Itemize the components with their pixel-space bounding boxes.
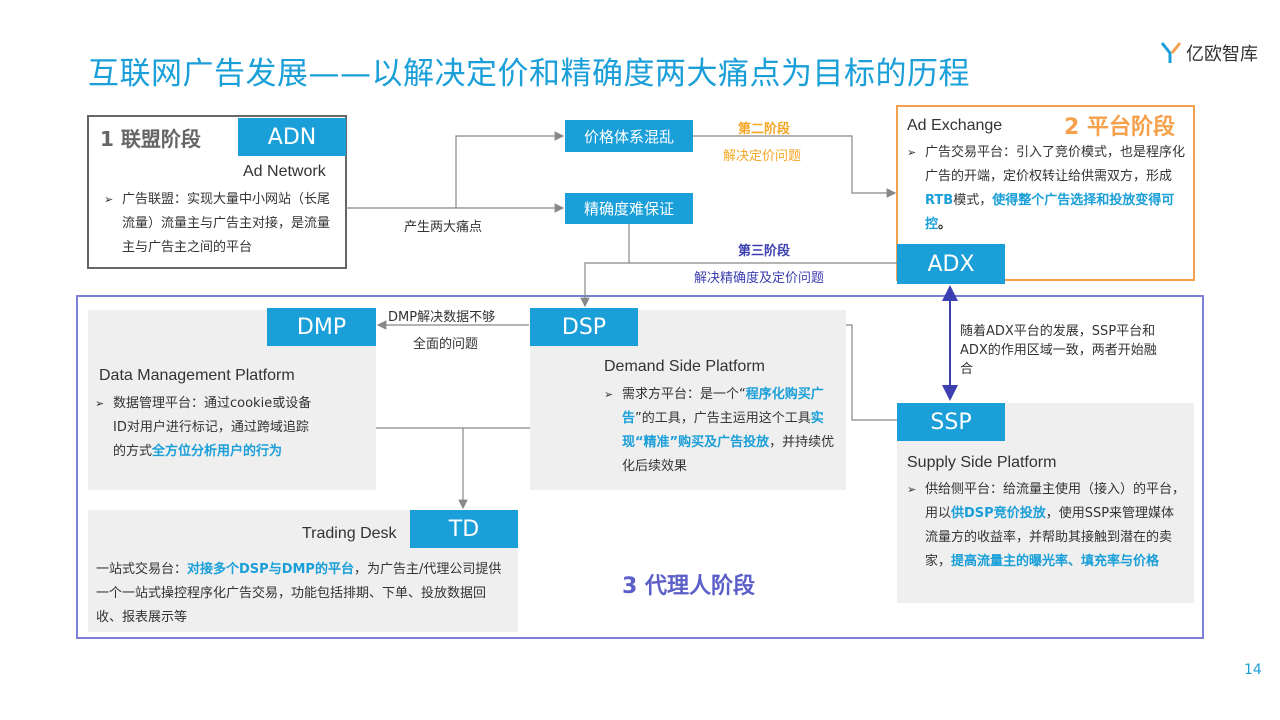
bullet-icon: ➢ [907, 146, 917, 159]
bullet-icon: ➢ [907, 483, 917, 496]
phase3-title: 第三阶段 [738, 244, 791, 259]
adn-name: Ad Network [243, 163, 326, 180]
phase2-sub: 解决定价问题 [723, 149, 802, 164]
bullet-icon: ➢ [104, 193, 114, 206]
ssp-name: Supply Side Platform [907, 454, 1057, 471]
dmp-gap-line2: 全面的问题 [413, 337, 479, 352]
stage3-frame [76, 295, 1204, 639]
dmp-box: DMP [267, 308, 376, 346]
dmp-desc: ➢ 数据管理平台：通过cookie或设备ID对用户进行标记，通过跨域追踪的方式全… [95, 392, 317, 464]
ssp-desc: ➢ 供给侧平台：给流量主使用（接入）的平台，用以供DSP竞价投放，使用SSP来管… [907, 478, 1185, 574]
precision-box: 精确度难保证 [565, 193, 693, 224]
stage1-label: 1 联盟阶段 [100, 127, 201, 151]
price-chaos-box: 价格体系混乱 [565, 120, 693, 152]
produce-label: 产生两大痛点 [404, 220, 483, 235]
adn-box: ADN [238, 118, 346, 156]
td-desc: 一站式交易台：对接多个DSP与DMP的平台，为广告主/代理公司提供一个一站式操控… [96, 562, 502, 625]
td-box: TD [410, 510, 518, 548]
page-title: 互联网广告发展——以解决定价和精确度两大痛点为目标的历程 [88, 56, 970, 92]
logo-text: 亿欧智库 [1186, 44, 1258, 65]
adx-name: Ad Exchange [907, 117, 1003, 134]
bullet-icon: ➢ [604, 388, 614, 401]
logo-icon [1160, 42, 1182, 63]
dmp-name: Data Management Platform [99, 367, 295, 384]
page-number: 14 [1244, 662, 1262, 678]
stage1-frame [87, 115, 347, 269]
dsp-box: DSP [530, 308, 638, 346]
dsp-desc: ➢ 需求方平台：是一个“程序化购买广告”的工具，广告主运用这个工具实现“精准”购… [604, 383, 838, 479]
merge-note: 随着ADX平台的发展，SSP平台和ADX的作用区域一致，两者开始融合 [960, 324, 1157, 377]
adx-desc: ➢ 广告交易平台：引入了竞价模式，也是程序化广告的开端，定价权转让给供需双方，形… [907, 141, 1187, 237]
stage3-label: 3 代理人阶段 [622, 574, 755, 599]
adn-desc: ➢ 广告联盟：实现大量中小网站（长尾流量）流量主与广告主对接，是流量主与广告主之… [104, 188, 340, 260]
bullet-icon: ➢ [95, 397, 105, 410]
dmp-gap-line1: DMP解决数据不够 [388, 310, 496, 325]
ssp-box: SSP [897, 403, 1005, 441]
adx-box: ADX [897, 244, 1005, 284]
brand-logo: 亿欧智库 [1160, 40, 1258, 66]
stage2-frame [896, 105, 1195, 281]
dsp-name: Demand Side Platform [604, 358, 765, 375]
phase2-title: 第二阶段 [738, 122, 791, 137]
td-name: Trading Desk [302, 525, 397, 542]
phase3-sub: 解决精确度及定价问题 [694, 271, 825, 286]
stage2-label: 2 平台阶段 [1064, 115, 1175, 140]
